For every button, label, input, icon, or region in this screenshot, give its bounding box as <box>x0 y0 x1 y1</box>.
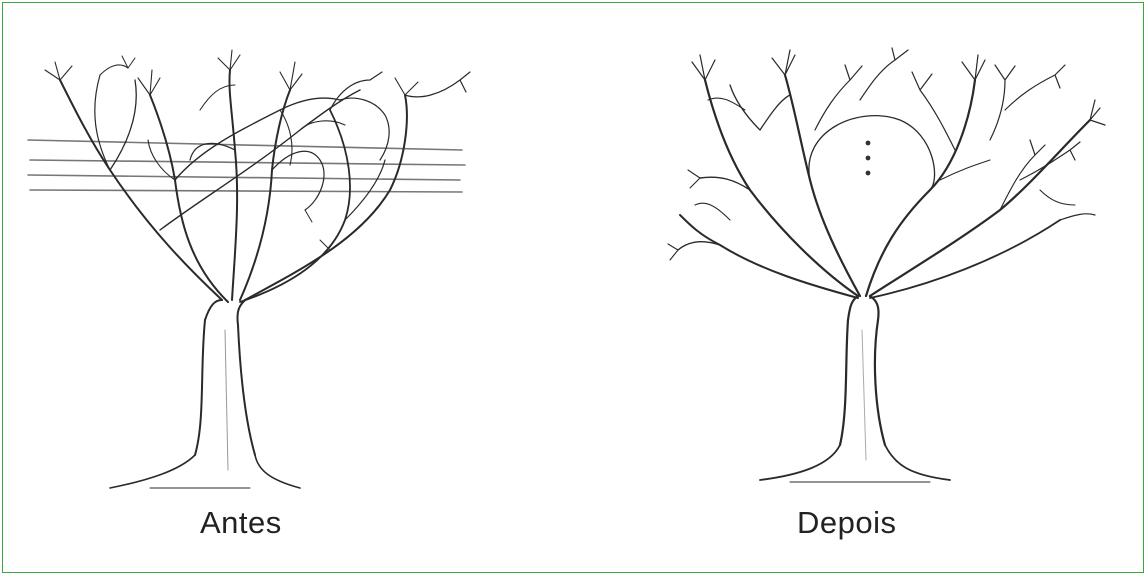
tree-after-illustration <box>668 48 1105 482</box>
tree-before-illustration <box>28 50 470 488</box>
open-centre-dots <box>866 141 871 176</box>
caption-before: Antes <box>200 505 282 541</box>
caption-after: Depois <box>797 505 897 541</box>
